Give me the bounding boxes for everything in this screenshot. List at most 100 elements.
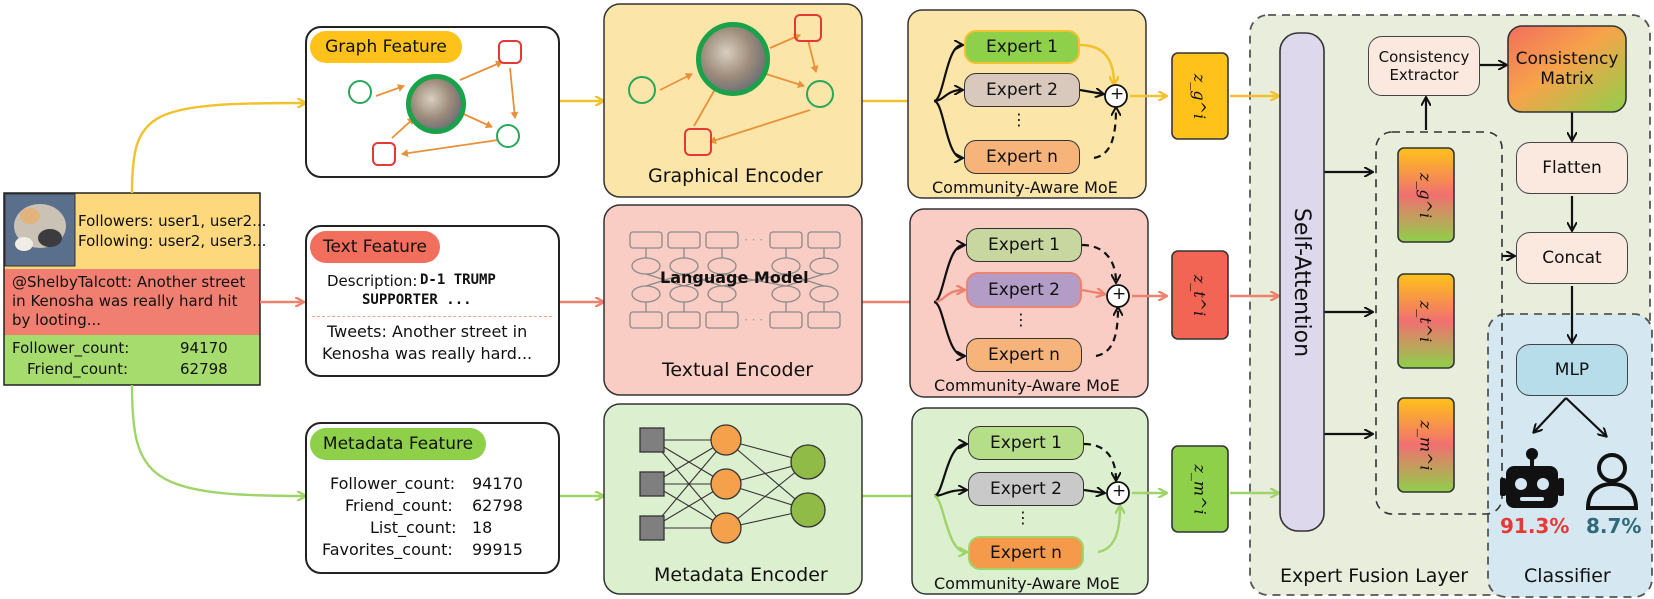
meta-row-4-label: Favorites_count: — [322, 540, 453, 559]
meta-row-2-value: 62798 — [472, 496, 523, 515]
moe-text-routing — [933, 245, 1278, 356]
consistency-extractor-box: Consistency Extractor — [1368, 36, 1480, 96]
meta-moe-label: Community-Aware MoE — [934, 574, 1120, 593]
human-icon — [1585, 453, 1639, 510]
graph-feature-title: Graph Feature — [310, 31, 462, 63]
sum-node-text — [1106, 284, 1130, 308]
profile-following: Following: user2, user3... — [78, 232, 267, 250]
sum-node-graph — [1104, 84, 1128, 108]
enc-human-node-1 — [628, 76, 656, 104]
flatten-box: Flatten — [1516, 142, 1628, 194]
consistency-matrix-block — [1507, 25, 1627, 113]
graph-expert-1: Expert 1 — [964, 30, 1080, 64]
zt-fused — [1397, 273, 1455, 369]
self-attention-label: Self-Attention — [1289, 207, 1315, 357]
fusion-arrows — [1324, 65, 1606, 436]
concat-box: Concat — [1516, 232, 1628, 284]
metadata-feature-box — [305, 422, 560, 574]
consistency-matrix-label: Consistency Matrix — [1515, 48, 1619, 89]
sum-plus-meta: + — [1112, 481, 1127, 501]
meta-row-4-value: 99915 — [472, 540, 523, 559]
graph-center-user-2 — [696, 22, 770, 96]
text-expert-n: Expert n — [966, 338, 1082, 372]
graph-moe-label: Community-Aware MoE — [932, 178, 1118, 197]
profile-followers: Followers: user1, user2... — [78, 212, 267, 230]
z-stack-dashed — [1375, 131, 1503, 515]
sum-plus-graph: + — [1110, 84, 1125, 104]
meta-row-2-label: Friend_count: — [345, 496, 453, 515]
svg-text:· · ·: · · · — [744, 313, 763, 327]
human-percent: 8.7% — [1586, 514, 1642, 538]
zm-vector — [1171, 445, 1229, 533]
text-feature-desc-value-2: SUPPORTER ... — [362, 292, 472, 308]
enc-robot-node-2 — [684, 128, 712, 156]
meta-expert-n: Expert n — [968, 536, 1084, 570]
metadata-encoder-label: Metadata Encoder — [654, 564, 828, 586]
classifier-label: Classifier — [1524, 565, 1611, 587]
zg-vector — [1171, 52, 1229, 140]
meta-experts-ellipsis: ⋮ — [1015, 508, 1031, 527]
graph-feature-network — [375, 60, 519, 158]
graph-human-node-1 — [348, 80, 372, 104]
zm-label: z_m^i — [1190, 463, 1210, 515]
zm-fused-label: z_m^i — [1416, 419, 1436, 471]
text-feature-desc-label: Description: — [327, 272, 418, 290]
sum-plus-text: + — [1112, 284, 1127, 304]
profile-follower-label: Follower_count: — [12, 339, 130, 357]
moe-graph-routing — [933, 45, 1278, 158]
metadata-neural-net — [639, 424, 826, 544]
text-feature-desc-value-1: D-1 TRUMP — [420, 272, 496, 288]
profile-follower-value: 94170 — [180, 339, 228, 357]
profile-friend-label: Friend_count: — [27, 360, 129, 378]
sum-node-meta — [1106, 481, 1130, 505]
profile-friend-value: 62798 — [180, 360, 228, 378]
textual-encoder-bg — [603, 204, 863, 396]
zm-fused — [1397, 397, 1455, 493]
textual-encoder-label: Textual Encoder — [662, 359, 814, 381]
yellow-flow-line — [130, 103, 305, 194]
text-feature-divider — [312, 316, 552, 317]
text-feature-tweets-1: Tweets: Another street in — [327, 322, 528, 341]
meta-row-3-value: 18 — [472, 518, 493, 537]
text-feature-tweets-2: Kenosha was really hard... — [322, 344, 533, 363]
text-feature-box — [305, 225, 560, 377]
graph-robot-node-2 — [372, 142, 396, 166]
graph-center-user — [406, 74, 466, 134]
meta-row-1-value: 94170 — [472, 474, 523, 493]
graphical-encoder-label: Graphical Encoder — [648, 165, 823, 187]
self-attention-block — [1279, 32, 1325, 532]
mlp-box: MLP — [1516, 344, 1628, 396]
zg-fused — [1397, 147, 1455, 243]
graphical-encoder-bg — [603, 3, 863, 198]
text-expert-1: Expert 1 — [966, 228, 1082, 262]
metadata-feature-title: Metadata Feature — [310, 428, 486, 460]
zt-vector — [1171, 250, 1229, 340]
user-profile-card — [3, 192, 261, 386]
graph-human-node-2 — [496, 124, 520, 148]
bot-percent: 91.3% — [1500, 514, 1570, 538]
meta-expert-2: Expert 2 — [968, 472, 1084, 506]
zg-label: z_g^i — [1190, 73, 1210, 119]
zt-fused-label: z_t^i — [1416, 300, 1436, 342]
text-moe-label: Community-Aware MoE — [934, 376, 1120, 395]
text-expert-2: Expert 2 — [966, 272, 1082, 308]
svg-text:· · ·: · · · — [744, 233, 763, 247]
meta-row-1-label: Follower_count: — [330, 474, 456, 493]
moe-meta-routing — [933, 444, 1278, 552]
graph-expert-n: Expert n — [964, 140, 1080, 174]
graph-feature-box — [305, 26, 560, 178]
text-experts-ellipsis: ⋮ — [1013, 310, 1029, 329]
expert-fusion-label: Expert Fusion Layer — [1280, 565, 1469, 587]
bot-icon — [1500, 448, 1564, 508]
profile-photo — [4, 193, 76, 267]
graphical-encoder-network — [659, 33, 819, 144]
language-model-graphic: · · · · · · — [629, 231, 841, 329]
graph-expert-2: Expert 2 — [964, 73, 1080, 107]
enc-human-node-2 — [806, 80, 834, 108]
language-model-label: Language Model — [660, 268, 809, 287]
enc-robot-node-1 — [794, 14, 822, 42]
graph-experts-ellipsis: ⋮ — [1011, 110, 1027, 129]
graph-robot-node-1 — [498, 40, 522, 64]
text-feature-title: Text Feature — [310, 231, 440, 263]
meta-row-3-label: List_count: — [370, 518, 457, 537]
